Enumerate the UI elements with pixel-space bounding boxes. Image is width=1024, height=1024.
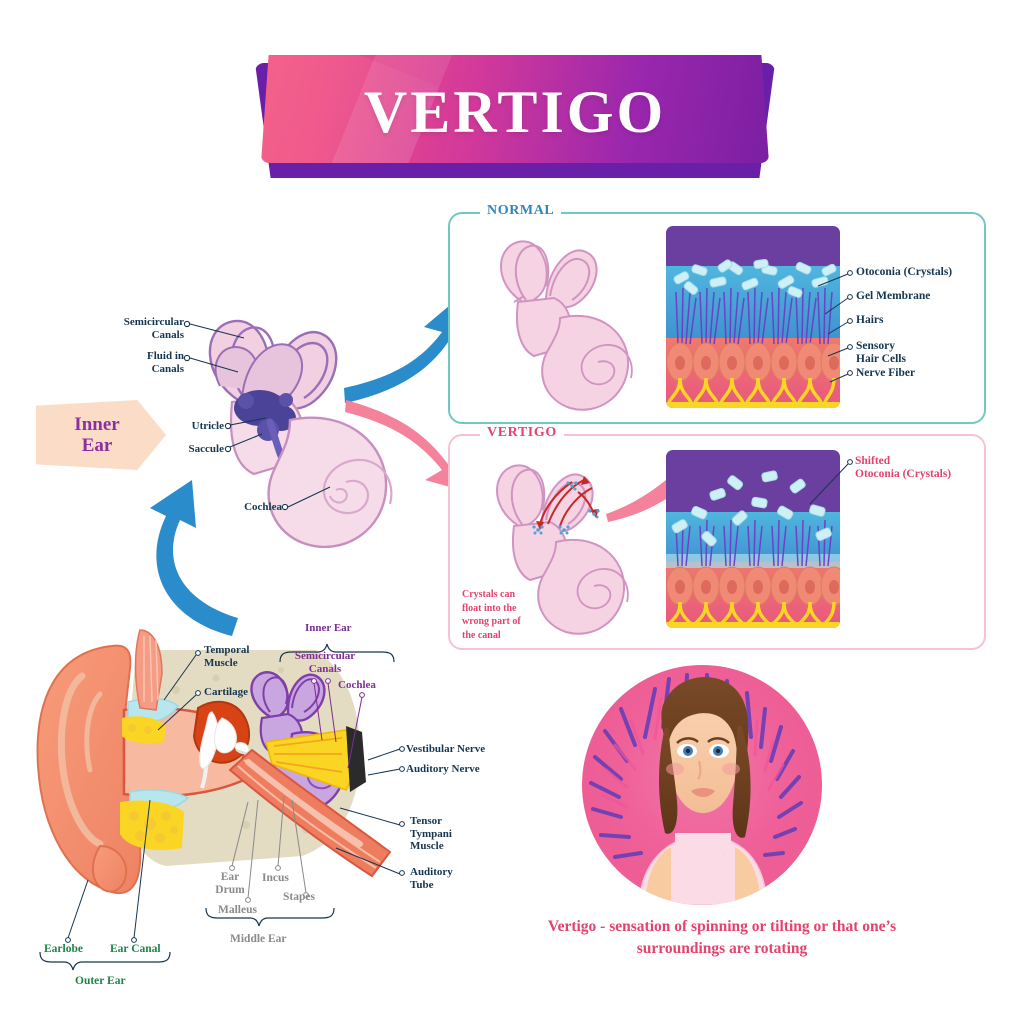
label-cochlea-main: Cochlea	[244, 501, 282, 513]
label-sensory-hair-cells: Sensory Hair Cells	[856, 340, 906, 366]
label-ear-canal: Ear Canal	[110, 943, 161, 955]
note-crystals-float: Crystals can float into the wrong part o…	[462, 589, 521, 641]
label-shifted-otoconia: Shifted Otoconia (Crystals)	[855, 455, 952, 481]
woman-figure	[638, 677, 768, 905]
label-semicircular-canals-anatomy: Semicircular Canals	[294, 650, 356, 675]
label-inner-ear-anatomy: Inner Ear	[305, 622, 352, 634]
inner-ear-tag-text: Inner Ear	[28, 400, 166, 470]
label-semicircular-canals-main: Semicircular Canals	[123, 316, 184, 341]
ear-anatomy-illustration	[36, 629, 392, 895]
tensor-tympani-shape	[245, 759, 363, 847]
woman-hair	[661, 677, 749, 793]
semicircular-canals-shape	[208, 319, 338, 411]
nerve-trunk	[346, 726, 366, 792]
label-utricle: Utricle	[191, 420, 224, 432]
inner-ear-illustration	[208, 319, 393, 549]
title-banner: VERTIGO	[255, 55, 775, 178]
dizzy-woman-illustration	[582, 665, 822, 905]
label-ear-drum: Ear Drum	[215, 871, 245, 897]
vertigo-cell-closeup	[666, 450, 840, 628]
earlobe-shape	[92, 844, 128, 893]
inner-ear-tag-background	[36, 400, 166, 470]
brace-outer-ear	[39, 951, 171, 971]
woman-eyes	[676, 737, 730, 758]
label-temporal-muscle: Temporal Muscle	[204, 644, 250, 669]
inner-ear-tag-line2: Ear	[81, 435, 113, 456]
normal-cell-closeup	[666, 226, 840, 408]
normal-panel-leader-lines	[817, 270, 853, 383]
label-otoconia-crystals: Otoconia (Crystals)	[856, 266, 953, 278]
label-cochlea-anatomy: Cochlea	[338, 679, 376, 691]
label-outer-ear: Outer Ear	[75, 975, 126, 987]
vertigo-caption: Vertigo - sensation of spinning or tilti…	[547, 918, 897, 957]
panel-normal: NORMAL	[448, 203, 986, 424]
inner-ear-tag-line1: Inner	[74, 413, 120, 435]
label-saccule: Saccule	[188, 443, 224, 455]
label-hairs: Hairs	[856, 314, 884, 326]
label-cartilage: Cartilage	[204, 686, 248, 698]
shifted-crystals	[671, 470, 832, 547]
label-auditory-tube: Auditory Tube	[410, 866, 453, 891]
label-gel-membrane: Gel Membrane	[856, 290, 931, 302]
inner-ear-tag: Inner Ear	[36, 400, 166, 470]
label-earlobe: Earlobe	[44, 943, 83, 955]
label-incus: Incus	[262, 872, 289, 884]
page-title: VERTIGO	[363, 79, 667, 145]
label-tensor-tympani-muscle: Tensor Tympani Muscle	[410, 815, 452, 853]
label-vestibular-nerve: Vestibular Nerve	[406, 743, 486, 755]
blue-arrow-to-normal	[344, 300, 470, 403]
label-nerve-fiber: Nerve Fiber	[856, 367, 916, 379]
label-middle-ear: Middle Ear	[230, 933, 287, 945]
label-fluid-in-canals: Fluid in Canals	[147, 350, 184, 375]
title-banner-face	[261, 55, 769, 163]
brace-middle-ear	[205, 907, 335, 927]
crystal-dots	[532, 481, 600, 535]
cochlea-shape	[267, 416, 393, 549]
woman-face	[667, 693, 739, 813]
temporal-muscle-shape	[134, 629, 163, 711]
panel-vertigo-title: VERTIGO	[480, 425, 564, 441]
brace-inner-ear-anatomy	[279, 643, 395, 663]
panel-normal-title: NORMAL	[480, 203, 562, 219]
blue-arrow-anatomy-to-inner-ear	[150, 480, 238, 636]
label-malleus: Malleus	[218, 904, 257, 916]
normal-inner-ear-icon	[500, 240, 633, 411]
vertigo-panel-leader-lines	[809, 459, 853, 505]
vertigo-inner-ear-icon	[496, 464, 629, 635]
ossicles	[199, 711, 250, 769]
label-auditory-nerve: Auditory Nerve	[406, 763, 480, 775]
panel-vertigo: VERTIGO	[448, 425, 986, 650]
label-stapes: Stapes	[283, 891, 315, 903]
